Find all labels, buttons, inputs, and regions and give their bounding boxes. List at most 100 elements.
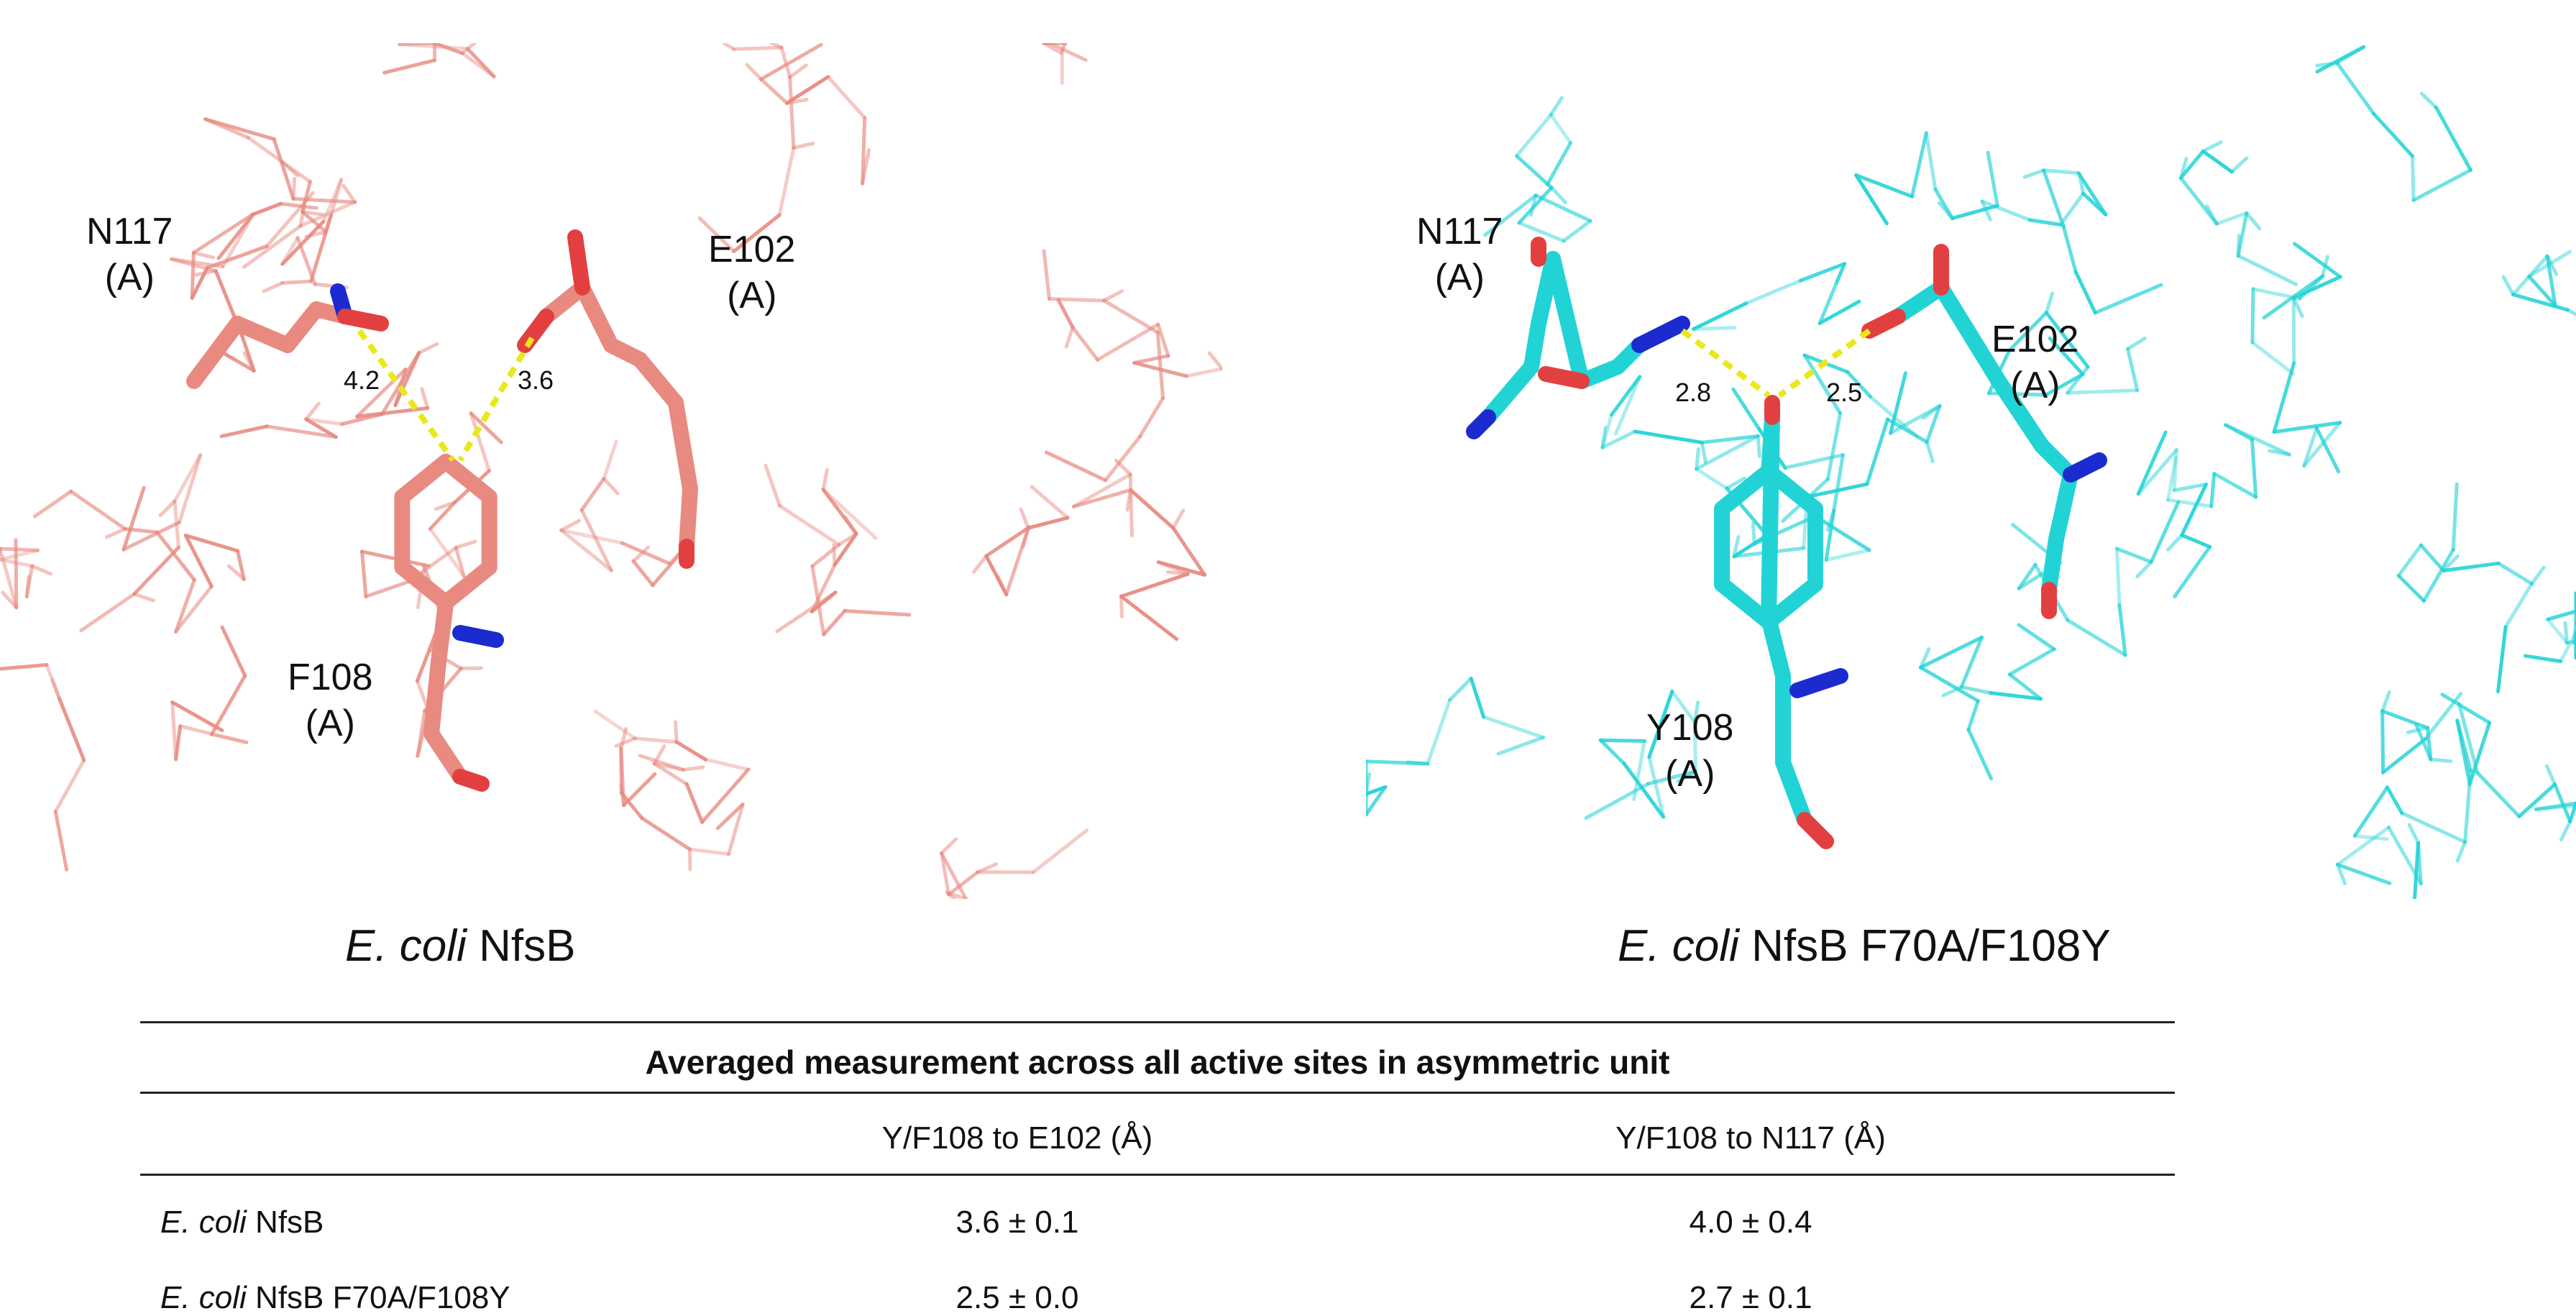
table-cell: 3.6 ± 0.1 xyxy=(694,1205,1341,1240)
sidechain-wire xyxy=(1066,327,1073,347)
backbone-wire xyxy=(2095,285,2161,313)
oxygen-atom xyxy=(460,777,482,784)
backbone-wire xyxy=(779,148,794,215)
sidechain-wire xyxy=(344,186,355,202)
backbone-wire xyxy=(2182,535,2210,547)
backbone-wire xyxy=(780,506,839,544)
backbone-wire xyxy=(60,698,84,760)
backbone-wire xyxy=(1186,369,1222,376)
backbone-wire xyxy=(2009,649,2054,675)
label-y108: Y108 (A) xyxy=(1646,705,1733,797)
backbone-wire xyxy=(35,491,70,516)
backbone-wire xyxy=(2044,170,2079,173)
sidechain-wire xyxy=(32,566,51,574)
sidechain-wire xyxy=(794,143,813,147)
backbone-wire xyxy=(582,479,604,510)
sidechain-wire xyxy=(2409,825,2418,843)
backbone-wire xyxy=(55,760,84,812)
sidechain-wire xyxy=(747,65,761,79)
nitrogen-atom xyxy=(1474,417,1488,431)
backbone-wire xyxy=(1746,280,1800,303)
caption-wildtype: E. coli NfsB xyxy=(345,920,575,972)
wildtype-structure-image xyxy=(0,43,1222,899)
backbone-wire xyxy=(824,611,845,634)
table-row-label: E. coli NfsB F70A/F108Y xyxy=(160,1280,510,1316)
sidechain-wire xyxy=(2247,213,2260,228)
backbone-wire xyxy=(2421,545,2443,570)
backbone-wire xyxy=(2044,170,2064,227)
backbone-wire xyxy=(1121,574,1188,596)
backbone-wire xyxy=(687,784,702,822)
backbone-wire xyxy=(790,77,794,147)
backbone-wire xyxy=(1635,431,1702,442)
backbone-wire xyxy=(2128,349,2137,390)
table-title: Averaged measurement across all active s… xyxy=(140,1043,2175,1082)
backbone-wire xyxy=(823,490,876,538)
column-header: Y/F108 to N117 (Å) xyxy=(1427,1120,2074,1156)
column-header: Y/F108 to E102 (Å) xyxy=(694,1120,1341,1156)
label-n117: N117 (A) xyxy=(1416,209,1503,301)
table-cell: 4.0 ± 0.4 xyxy=(1427,1205,2074,1240)
backbone-wire xyxy=(71,491,125,529)
backbone-wire xyxy=(2412,156,2414,200)
e102-stick xyxy=(2056,475,2071,539)
label-e102: E102 (A) xyxy=(1991,316,2078,408)
label-n117: N117 (A) xyxy=(86,209,173,301)
backbone-wire xyxy=(1968,730,1991,779)
backbone-wire xyxy=(55,812,66,870)
oxygen-atom xyxy=(1869,316,1898,331)
backbone-wire xyxy=(633,561,653,585)
backbone-wire xyxy=(1586,784,1648,818)
backbone-wire xyxy=(2217,213,2247,224)
backbone-wire xyxy=(283,281,311,283)
backbone-wire xyxy=(1826,550,1869,559)
sidechain-wire xyxy=(998,576,1007,594)
sidechain-wire xyxy=(134,594,154,600)
sidechain-wire xyxy=(1753,524,1754,544)
backbone-wire xyxy=(2138,432,2165,494)
sidechain-wire xyxy=(2457,842,2465,861)
nitrogen-atom xyxy=(2071,460,2099,475)
backbone-wire xyxy=(2174,485,2206,490)
sidechain-wire xyxy=(264,283,283,291)
backbone-wire xyxy=(1121,596,1176,639)
backbone-wire xyxy=(2211,474,2214,506)
backbone-wire xyxy=(2063,227,2076,272)
sidechain-wire xyxy=(604,479,618,493)
sidechain-wire xyxy=(2567,310,2576,319)
backbone-wire xyxy=(2519,785,2555,816)
backbone-wire xyxy=(1032,487,1068,518)
backbone-wire xyxy=(1988,152,1997,206)
e102-stick xyxy=(687,489,690,547)
backbone-wire xyxy=(2174,450,2176,490)
backbone-wire xyxy=(176,586,212,631)
sidechain-wire xyxy=(2203,142,2221,152)
backbone-wire xyxy=(724,43,734,49)
backbone-wire xyxy=(2181,178,2217,224)
backbone-wire xyxy=(2274,363,2294,432)
backbone-wire xyxy=(1044,251,1049,299)
backbone-wire xyxy=(2398,575,2424,600)
backbone-wire xyxy=(2398,545,2421,575)
sidechain-wire xyxy=(2531,567,2544,584)
oxygen-atom xyxy=(345,316,381,324)
backbone-wire xyxy=(1926,133,1935,189)
oxygen-atom xyxy=(575,237,582,288)
backbone-wire xyxy=(2214,474,2256,497)
backbone-wire xyxy=(173,703,176,759)
backbone-wire xyxy=(2478,773,2519,817)
backbone-wire xyxy=(1073,327,1098,360)
backbone-wire xyxy=(2061,193,2083,224)
backbone-wire xyxy=(845,611,909,615)
backbone-wire xyxy=(734,47,781,49)
backbone-wire xyxy=(2383,711,2428,728)
backbone-wire xyxy=(293,198,355,202)
backbone-wire xyxy=(1921,667,1979,701)
f108-stick xyxy=(431,662,439,734)
backbone-wire xyxy=(1028,518,1068,528)
sidechain-wire xyxy=(1021,509,1028,528)
backbone-wire xyxy=(1484,717,1544,738)
backbone-wire xyxy=(677,742,705,759)
backbone-wire xyxy=(2252,439,2255,497)
backbone-wire xyxy=(1697,469,1727,488)
